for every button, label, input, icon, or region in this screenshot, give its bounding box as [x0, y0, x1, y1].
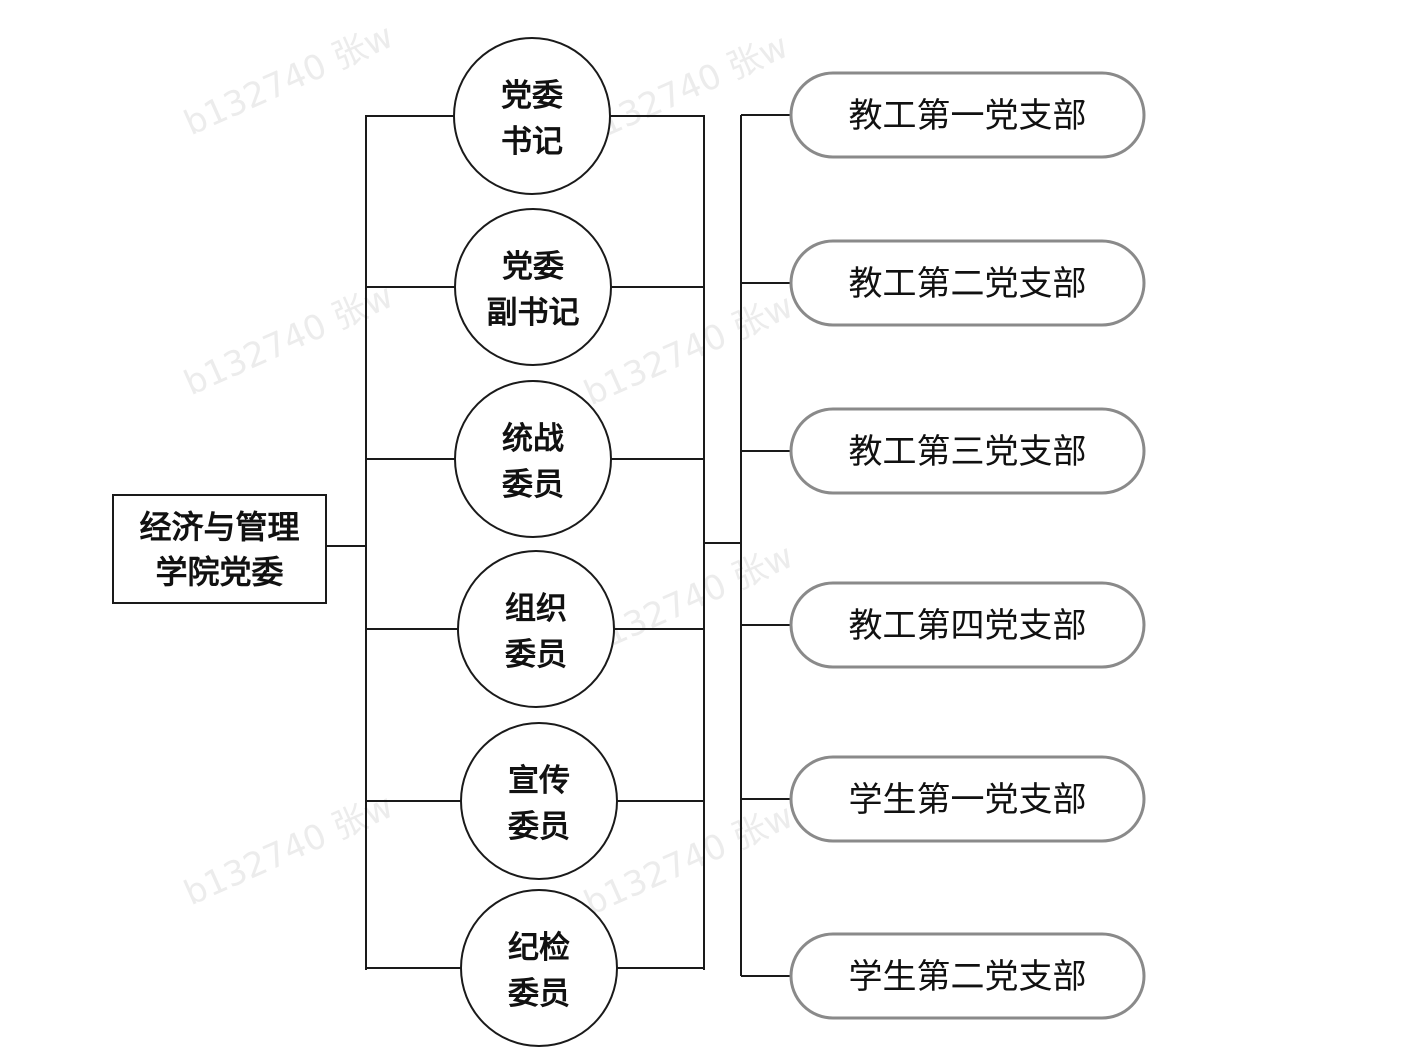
branch-pill	[789, 71, 1146, 159]
branch-node: 教工第一党支部	[789, 71, 1146, 159]
branch-pill	[789, 581, 1146, 669]
member-label: 委员	[505, 637, 567, 673]
connector-lines	[326, 114, 791, 977]
branch-node: 教工第二党支部	[789, 239, 1146, 327]
member-circle	[460, 889, 618, 1047]
member-label: 党委	[501, 78, 563, 114]
member-circle	[454, 208, 612, 366]
member-label: 纪检	[508, 930, 570, 966]
branch-pill	[789, 239, 1146, 327]
member-label: 委员	[508, 976, 570, 1012]
member-label: 书记	[501, 124, 563, 160]
member-label: 组织	[505, 591, 567, 627]
member-label: 党委	[502, 249, 564, 285]
member-label: 统战	[502, 421, 564, 457]
branch-node: 学生第一党支部	[789, 755, 1146, 843]
branch-pill	[789, 932, 1146, 1020]
member-label: 委员	[502, 467, 564, 503]
branch-node: 学生第二党支部	[789, 932, 1146, 1020]
branch-label: 教工第四党支部	[849, 606, 1087, 646]
branch-pill	[789, 755, 1146, 843]
branch-label: 学生第一党支部	[849, 780, 1087, 820]
root-label: 学院党委	[155, 553, 283, 591]
member-circle	[453, 37, 611, 195]
member-circle	[457, 550, 615, 708]
member-label: 副书记	[487, 295, 580, 331]
root-label: 经济与管理	[139, 508, 299, 546]
party-branches: 教工第一党支部教工第二党支部教工第三党支部教工第四党支部学生第一党支部学生第二党…	[789, 71, 1146, 1020]
branch-node: 教工第三党支部	[789, 407, 1146, 495]
branch-label: 学生第二党支部	[849, 957, 1087, 997]
branch-label: 教工第二党支部	[849, 264, 1087, 304]
member-circle	[460, 722, 618, 880]
member-circle	[454, 380, 612, 538]
member-label: 宣传	[508, 763, 570, 799]
member-label: 委员	[508, 809, 570, 845]
branch-label: 教工第三党支部	[849, 432, 1087, 472]
branch-label: 教工第一党支部	[849, 96, 1087, 136]
branch-pill	[789, 407, 1146, 495]
branch-node: 教工第四党支部	[789, 581, 1146, 669]
root-box	[112, 494, 327, 604]
